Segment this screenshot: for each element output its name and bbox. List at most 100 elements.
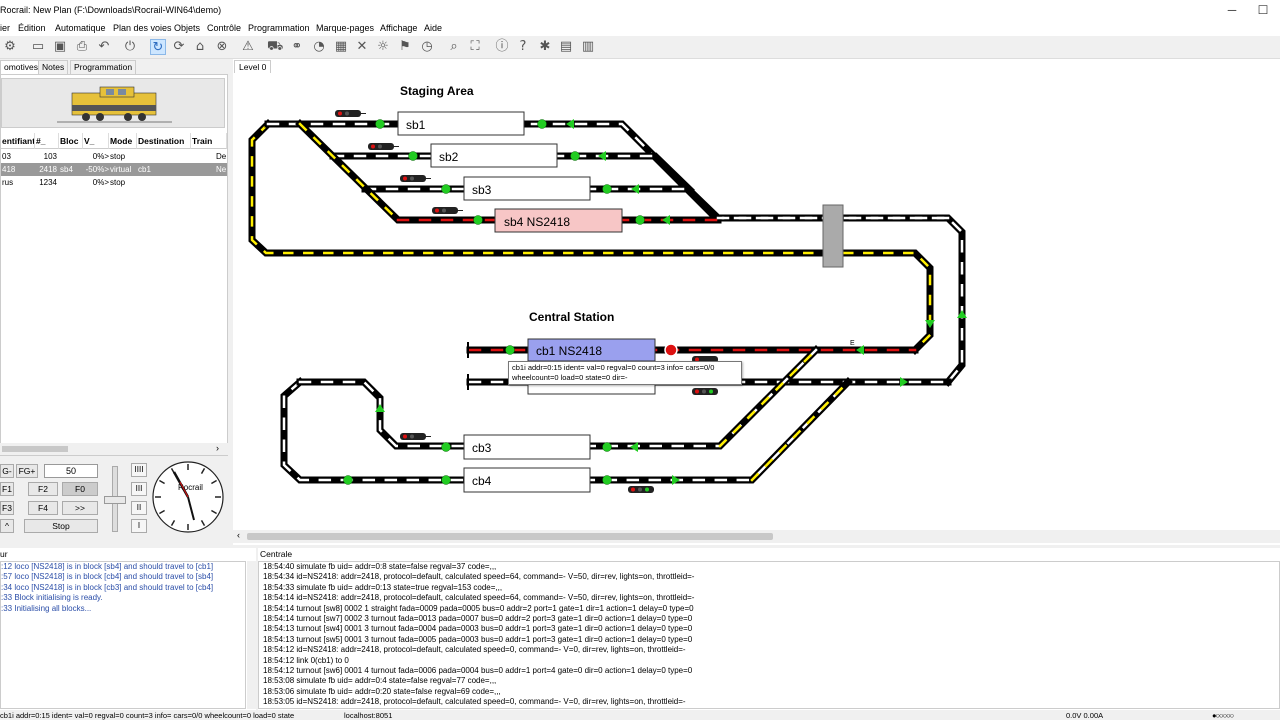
menu-programming[interactable]: Programmation	[248, 23, 310, 33]
cancel-icon[interactable]: ⊗	[216, 39, 228, 54]
signal-icon[interactable]	[368, 143, 399, 150]
print-icon[interactable]: ⎙	[76, 39, 88, 54]
central-log-list[interactable]: 18:54:40 simulate fb uid= addr=0:8 state…	[258, 561, 1280, 709]
sensor-icon[interactable]	[473, 215, 483, 225]
speed-level-3[interactable]: III	[131, 482, 147, 496]
speed-level-1[interactable]: I	[131, 519, 147, 533]
menu-help[interactable]: Aide	[424, 23, 443, 33]
warning-icon[interactable]: ⚠	[242, 39, 254, 54]
menu-view[interactable]: Affichage	[380, 23, 418, 33]
sensor-icon[interactable]	[602, 442, 612, 452]
clock-icon[interactable]: ◷	[421, 39, 433, 54]
col-destination[interactable]: Destination	[137, 133, 191, 149]
sensor-icon[interactable]	[375, 119, 385, 129]
fg-minus-button[interactable]: G-	[0, 464, 14, 478]
block-cb3[interactable]	[463, 434, 591, 460]
scrollbar-thumb[interactable]	[247, 533, 773, 540]
zoom-icon[interactable]: ⌕	[450, 39, 458, 54]
signal-icon[interactable]	[628, 486, 654, 493]
direction-button[interactable]: ^	[0, 519, 14, 533]
reload-icon[interactable]: ⟳	[173, 39, 185, 54]
connect-icon[interactable]: ↻	[150, 39, 166, 55]
f0-button[interactable]: F0	[62, 482, 98, 496]
stop-button[interactable]: Stop	[24, 519, 98, 533]
stack-icon[interactable]: ▥	[581, 39, 595, 54]
col-train[interactable]: Train	[191, 133, 227, 149]
signal-icon[interactable]	[432, 207, 463, 214]
menu-control[interactable]: Contrôle	[207, 23, 242, 33]
signal-icon[interactable]	[335, 110, 366, 117]
scroll-left-icon[interactable]: ‹	[237, 530, 240, 540]
signal-icon[interactable]	[400, 175, 431, 182]
speed-slider-handle[interactable]	[104, 496, 126, 504]
sensor-icon[interactable]	[570, 151, 580, 161]
sensor-icon[interactable]	[441, 442, 451, 452]
col-speed[interactable]: V_	[83, 133, 109, 149]
light-icon[interactable]: ☼	[377, 39, 389, 54]
sensor-icon[interactable]	[505, 345, 515, 355]
f2-button[interactable]: F2	[28, 482, 58, 496]
table-row[interactable]: 03 103 0%> stop De	[2, 152, 227, 161]
sensor-icon[interactable]	[635, 215, 645, 225]
menu-edit[interactable]: Édition	[18, 23, 46, 33]
fg-plus-button[interactable]: FG+	[16, 464, 38, 478]
home-icon[interactable]: ⌂	[195, 39, 205, 54]
f3-button[interactable]: F3	[0, 501, 14, 515]
table-row[interactable]: 418 2418 sb4 -50%> virtual cb1 Ne	[1, 163, 227, 176]
signal-icon[interactable]	[400, 433, 431, 440]
tab-level-0[interactable]: Level 0	[234, 60, 272, 73]
loco-icon[interactable]: ⛟	[267, 39, 284, 54]
maximize-button[interactable]: ☐	[1257, 3, 1269, 17]
menu-track-plan[interactable]: Plan des voies	[113, 23, 172, 33]
switch-icon[interactable]: ⚭	[291, 39, 303, 54]
tab-notes[interactable]: Notes	[38, 60, 69, 74]
server-log-scrollbar[interactable]	[247, 561, 256, 709]
plan-scrollbar[interactable]: ‹	[233, 530, 1280, 543]
f4-button[interactable]: F4	[28, 501, 58, 515]
scroll-right-icon[interactable]: ›	[216, 443, 219, 453]
document-icon[interactable]: ▤	[559, 39, 573, 54]
loco-table-scrollbar[interactable]: ›	[0, 443, 228, 455]
signal-icon[interactable]	[692, 388, 718, 395]
menu-bookmarks[interactable]: Marque-pages	[316, 23, 375, 33]
fullscreen-icon[interactable]: ⛶	[470, 39, 480, 54]
block-sb1[interactable]	[397, 111, 525, 136]
more-functions-button[interactable]: >>	[62, 501, 98, 515]
speed-level-4[interactable]: IIII	[131, 463, 147, 477]
block-sb4[interactable]	[494, 208, 623, 233]
undo-icon[interactable]: ↶	[98, 39, 110, 54]
col-identifier[interactable]: entifiant	[1, 133, 35, 149]
table-row[interactable]: rus 1234 0%> stop	[2, 178, 126, 187]
speed-level-2[interactable]: II	[131, 501, 147, 515]
sensor-icon[interactable]	[441, 184, 451, 194]
info-icon[interactable]: ⓘ	[495, 39, 509, 54]
menu-automatic[interactable]: Automatique	[55, 23, 106, 33]
sensor-icon[interactable]	[343, 475, 353, 485]
sensor-icon[interactable]	[441, 475, 451, 485]
power-icon[interactable]: ⏻	[124, 39, 136, 54]
throttle-icon[interactable]: ◔	[313, 39, 325, 54]
track-plan[interactable]: sb1 sb2 sb3 sb4 NS2418 cb1 NS2418 cb3 cb…	[0, 0, 1280, 545]
server-log-list[interactable]: :12 loco [NS2418] is in block [sb4] and …	[0, 561, 246, 709]
sensor-icon[interactable]	[408, 151, 418, 161]
col-mode[interactable]: Mode	[109, 133, 137, 149]
occupied-sensor-icon[interactable]	[664, 343, 678, 357]
open-folder-icon[interactable]: ▭	[31, 39, 45, 54]
scrollbar-thumb[interactable]	[2, 446, 68, 452]
f1-button[interactable]: F1	[0, 482, 14, 496]
menu-file[interactable]: ier	[0, 23, 11, 33]
sensor-icon[interactable]	[602, 184, 612, 194]
minimize-button[interactable]: ─	[1227, 3, 1237, 17]
flag-icon[interactable]: ⚑	[399, 39, 411, 54]
save-icon[interactable]: ▣	[53, 39, 67, 54]
block-sb3[interactable]	[463, 176, 591, 201]
bug-icon[interactable]: ✱	[539, 39, 551, 54]
settings-icon[interactable]: ⚙	[4, 39, 16, 54]
speed-field[interactable]: 50	[44, 464, 98, 478]
block-cb4[interactable]	[463, 467, 591, 493]
col-block[interactable]: Bloc	[59, 133, 83, 149]
shuffle-icon[interactable]: ✕	[356, 39, 368, 54]
grid-icon[interactable]: ▦	[334, 39, 348, 54]
tab-programming[interactable]: Programmation	[70, 60, 137, 74]
menu-objects[interactable]: Objets	[174, 23, 201, 33]
